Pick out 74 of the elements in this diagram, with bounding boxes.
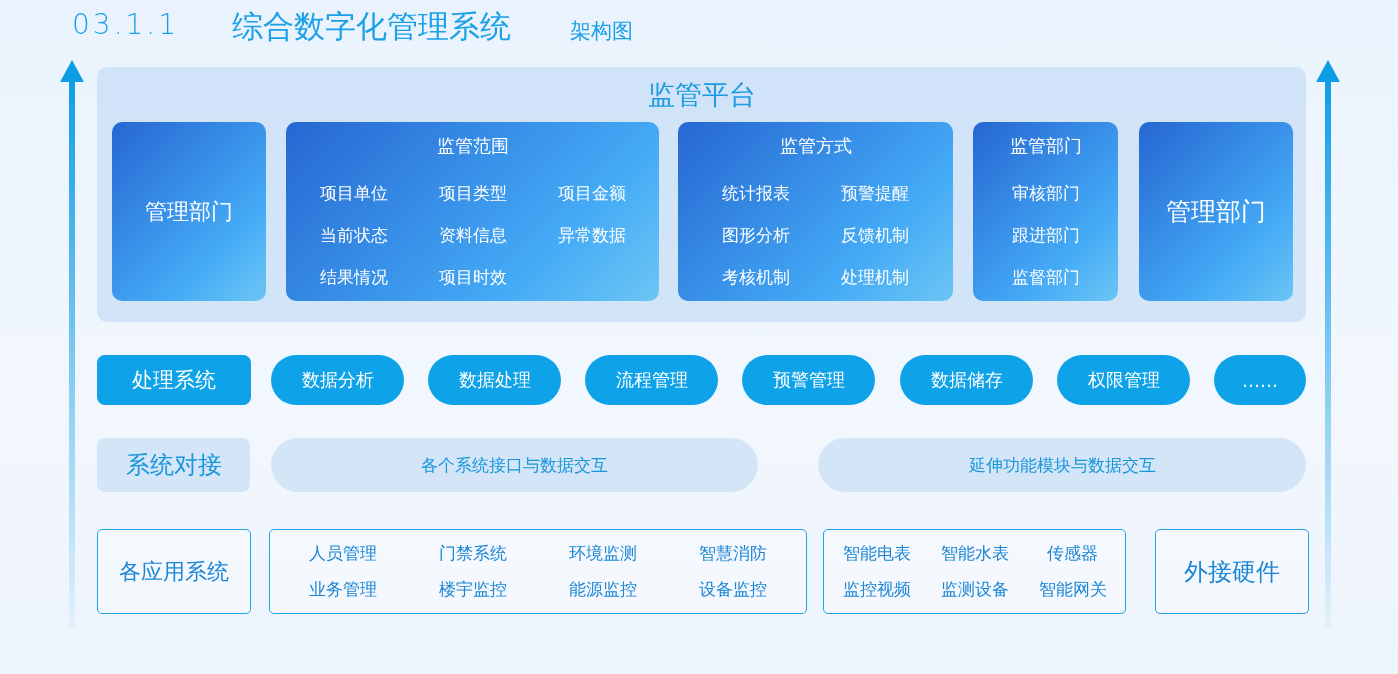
item-text: 监督部门 <box>1010 265 1081 289</box>
function-pill <box>742 355 875 405</box>
card-heading: 监管部门 <box>1009 134 1082 158</box>
item-text: 业务管理 <box>308 578 378 601</box>
node-text: 处理系统 <box>132 367 216 394</box>
outlined-box <box>823 529 1126 614</box>
function-pill <box>428 355 561 405</box>
function-pill <box>271 355 404 405</box>
module-card <box>286 122 659 301</box>
item-text: 楼宇监控 <box>438 578 508 601</box>
item-text: 结果情况 <box>318 265 389 289</box>
item-text: 考核机制 <box>721 265 791 289</box>
item-text: 监控视频 <box>841 578 912 601</box>
platform-panel <box>97 67 1306 322</box>
category-tag <box>97 438 250 492</box>
module-card <box>678 122 953 301</box>
node-text: 外接硬件 <box>1184 556 1280 588</box>
item-text: 门禁系统 <box>438 542 508 565</box>
interface-band <box>271 438 758 492</box>
item-text: 智能网关 <box>1037 578 1108 601</box>
item-text: 预警提醒 <box>840 181 910 205</box>
node-text: 数据储存 <box>930 368 1003 392</box>
node-text: 管理部门 <box>1166 196 1266 228</box>
item-text: 资料信息 <box>437 223 508 247</box>
node-text: 权限管理 <box>1087 368 1160 392</box>
node-text: 流程管理 <box>615 368 688 392</box>
category-tag <box>97 355 251 405</box>
item-text: 设备监控 <box>698 578 768 601</box>
module-card <box>112 122 266 301</box>
node-text: 数据分析 <box>301 368 374 392</box>
item-text: 当前状态 <box>318 223 389 247</box>
module-card <box>1139 122 1293 301</box>
item-text: 项目单位 <box>318 181 389 205</box>
interface-band <box>818 438 1306 492</box>
item-text: 审核部门 <box>1010 181 1081 205</box>
item-text: 环境监测 <box>568 542 638 565</box>
subtitle: 架构图 <box>570 18 633 45</box>
item-text: 异常数据 <box>556 223 627 247</box>
node-text: 数据处理 <box>458 368 531 392</box>
function-pill <box>1057 355 1190 405</box>
node-text: …… <box>1242 369 1278 391</box>
module-card <box>973 122 1118 301</box>
item-text: 项目类型 <box>437 181 508 205</box>
item-text: 智慧消防 <box>698 542 768 565</box>
item-text: 能源监控 <box>568 578 638 601</box>
item-text: 反馈机制 <box>840 223 910 247</box>
item-text: 智能水表 <box>939 542 1010 565</box>
node-text: 管理部门 <box>145 197 233 226</box>
node-text: 系统对接 <box>125 450 222 481</box>
item-text: 智能电表 <box>841 542 912 565</box>
item-text: 统计报表 <box>721 181 791 205</box>
function-pill <box>1214 355 1306 405</box>
item-text: 项目时效 <box>437 265 508 289</box>
outlined-box <box>97 529 251 614</box>
item-text: 监测设备 <box>939 578 1010 601</box>
function-pill <box>585 355 718 405</box>
item-text: 项目金额 <box>556 181 627 205</box>
outlined-box <box>1155 529 1309 614</box>
function-pill <box>900 355 1033 405</box>
node-text: 预警管理 <box>772 368 845 392</box>
node-text: 延伸功能模块与数据交互 <box>968 453 1156 477</box>
item-text: 图形分析 <box>721 223 791 247</box>
panel-heading: 监管平台 <box>647 78 756 112</box>
item-text: 处理机制 <box>840 265 910 289</box>
card-heading: 监管范围 <box>436 134 509 158</box>
node-text: 各个系统接口与数据交互 <box>421 453 608 477</box>
outlined-box <box>269 529 807 614</box>
page-title: 综合数字化管理系统 <box>232 7 511 46</box>
card-heading: 监管方式 <box>779 134 852 158</box>
node-text: 各应用系统 <box>119 557 229 586</box>
section-number: 03.1.1 <box>72 8 180 41</box>
item-text: 跟进部门 <box>1010 223 1081 247</box>
item-text: 传感器 <box>1046 542 1099 565</box>
item-text: 人员管理 <box>308 542 378 565</box>
